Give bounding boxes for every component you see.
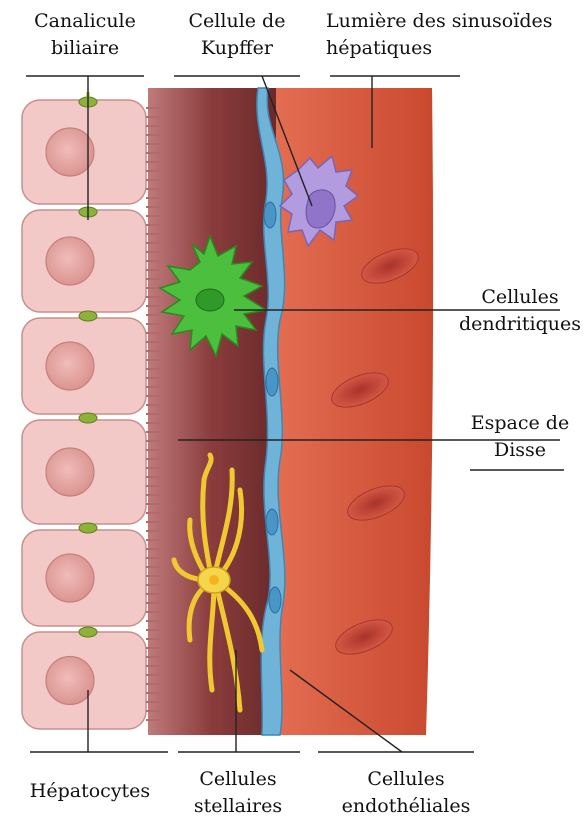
- label-cellules-stellaires: Cellules stellaires: [176, 766, 300, 820]
- label-cellules-endotheliales: Cellules endothéliales: [326, 766, 486, 820]
- label-cellules-dendritiques: Cellules dendritiques: [452, 284, 588, 338]
- label-hepatocytes: Hépatocytes: [20, 778, 160, 805]
- label-cellule-kupffer: Cellule de Kupffer: [172, 8, 302, 62]
- label-lumiere-sinusoides: Lumière des sinusoïdes hépatiques: [326, 8, 588, 62]
- label-espace-disse: Espace de Disse: [452, 410, 588, 464]
- label-canalicule-biliaire: Canalicule biliaire: [20, 8, 150, 62]
